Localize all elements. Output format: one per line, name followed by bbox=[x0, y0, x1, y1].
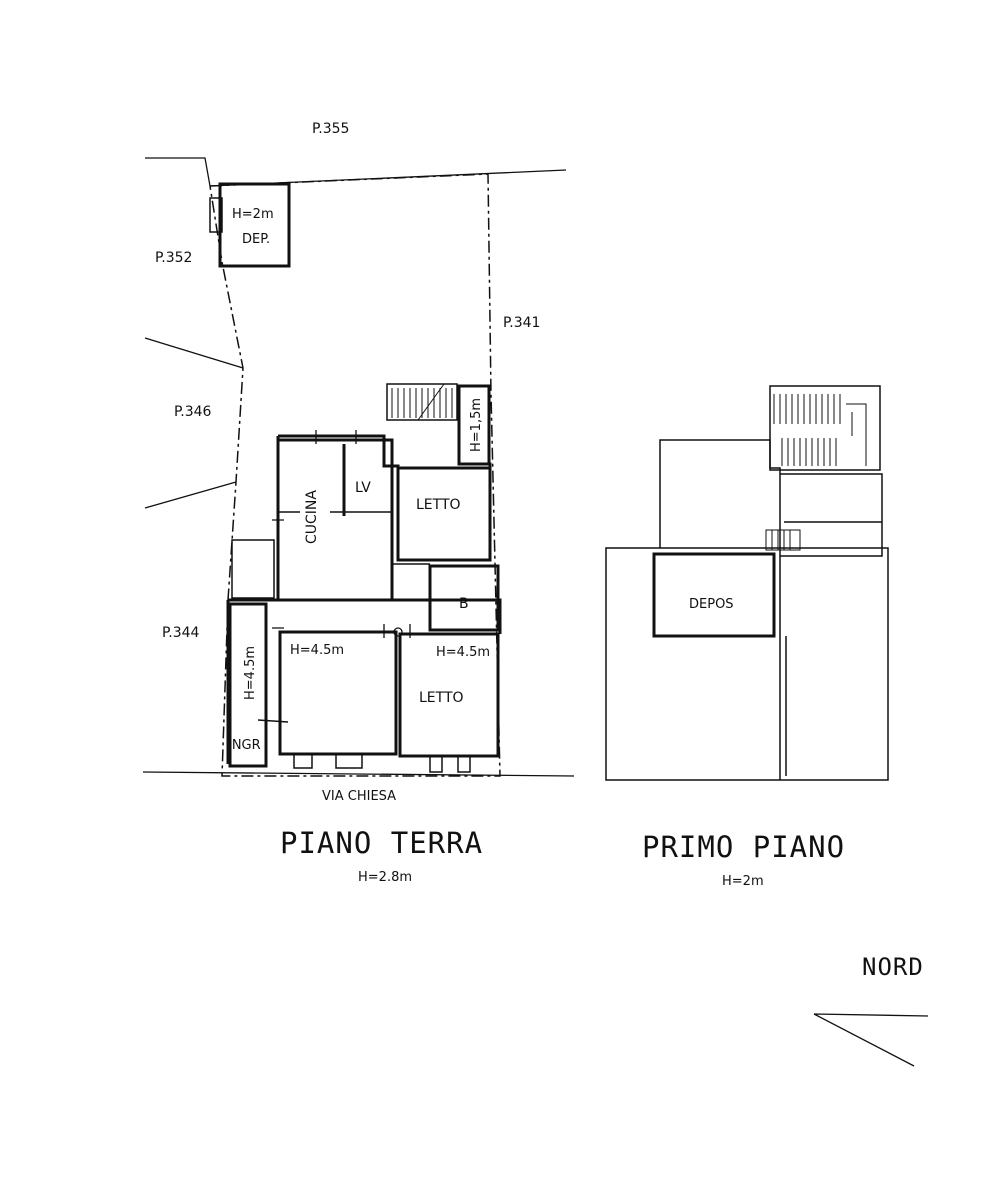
staircase-ground bbox=[386, 383, 458, 421]
room-b-height-label: H=4.5m bbox=[436, 645, 490, 660]
lot-boundary bbox=[209, 173, 501, 777]
room-a-height-label: H=4.5m bbox=[290, 643, 344, 658]
letto-label-2: LETTO bbox=[419, 690, 464, 706]
bagno-label: B bbox=[459, 596, 469, 612]
ingr-room bbox=[228, 602, 268, 768]
cucina-label: CUCINA bbox=[304, 490, 320, 544]
ground-floor-plan bbox=[142, 157, 575, 777]
parcel-label-p344: P.344 bbox=[162, 625, 200, 641]
parcel-label-p352: P.352 bbox=[155, 250, 192, 266]
parcel-label-p355: P.355 bbox=[312, 121, 349, 137]
bagno-room bbox=[428, 564, 500, 632]
parcel-label-p346: P.346 bbox=[174, 404, 212, 420]
boundary-line-p346-lower bbox=[144, 481, 237, 509]
letto-room-2 bbox=[398, 632, 500, 758]
room-a bbox=[278, 630, 398, 756]
street-label: VIA CHIESA bbox=[322, 789, 396, 804]
dep-room bbox=[218, 182, 291, 268]
first-floor-plan bbox=[605, 385, 889, 781]
depos-room bbox=[652, 552, 776, 638]
corridor-link bbox=[392, 563, 430, 601]
first-floor-title: PRIMO PIANO bbox=[642, 830, 845, 864]
boundary-line-p346-upper bbox=[144, 337, 244, 369]
ground-floor-title: PIANO TERRA bbox=[280, 826, 483, 860]
boundary-line-bottom bbox=[142, 771, 575, 777]
depos-label: DEPOS bbox=[689, 597, 734, 612]
first-floor-height: H=2m bbox=[722, 874, 764, 889]
column bbox=[393, 627, 403, 637]
ingr-label: INGR bbox=[228, 738, 261, 753]
cucina-room bbox=[276, 438, 394, 602]
facade-openings bbox=[293, 754, 471, 773]
first-floor-divider bbox=[779, 556, 787, 780]
first-floor-upper bbox=[659, 439, 883, 557]
north-arrow-line bbox=[813, 1013, 929, 1067]
boundary-line-top bbox=[145, 157, 567, 187]
north-label: NORD bbox=[862, 953, 924, 981]
lower-band bbox=[226, 598, 502, 764]
staircase-first bbox=[765, 385, 881, 551]
ingr-height-label: H=4.5m bbox=[243, 646, 258, 700]
north-arrow bbox=[813, 1013, 929, 1067]
stair-height-label: H=1,5m bbox=[469, 398, 484, 452]
lv-label: LV bbox=[355, 480, 371, 496]
parcel-label-p341: P.341 bbox=[503, 315, 540, 331]
dep-annex bbox=[209, 197, 223, 233]
dep-height-label: H=2m bbox=[232, 207, 274, 222]
letto-room-1 bbox=[396, 466, 492, 562]
door-ticks bbox=[272, 430, 411, 638]
ground-floor-height: H=2.8m bbox=[358, 870, 412, 885]
first-floor-outline bbox=[605, 547, 889, 781]
letto-label-1: LETTO bbox=[416, 497, 461, 513]
ingr-door bbox=[257, 719, 289, 723]
dep-label: DEP. bbox=[242, 232, 270, 247]
side-vestibule bbox=[231, 539, 275, 599]
